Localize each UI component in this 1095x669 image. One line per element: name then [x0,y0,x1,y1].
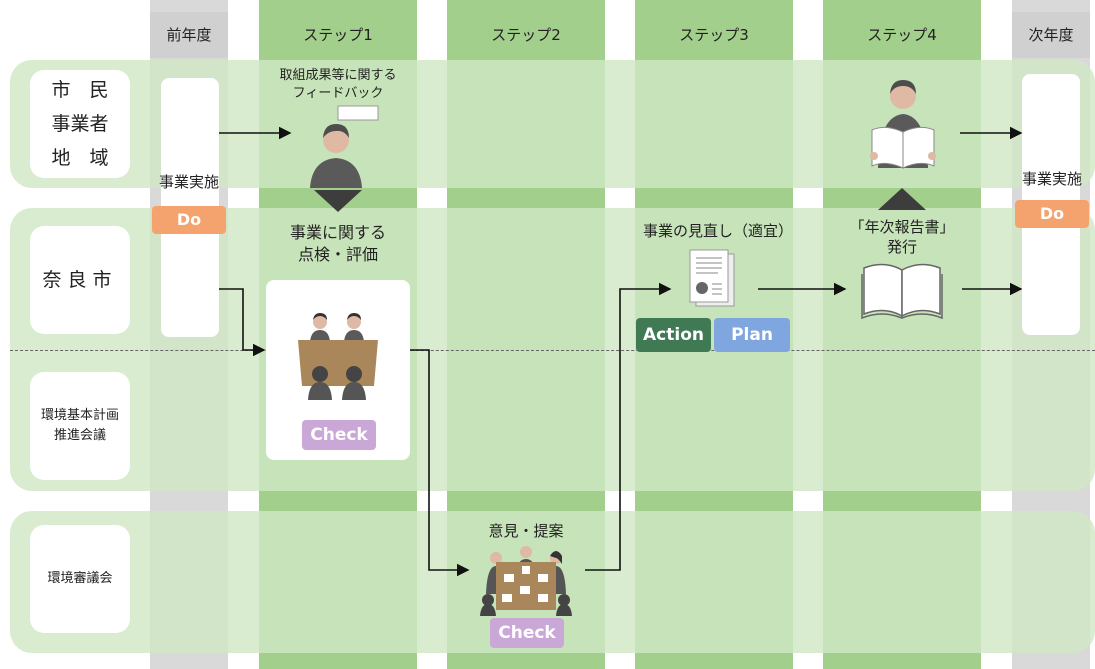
business-impl-next-label: 事業実施 [1021,170,1082,188]
business-impl-prev-label: 事業実施 [158,173,219,191]
opinion-label: 意見・提案 [488,522,564,540]
report-label: 「年次報告書」 発行 [849,218,955,256]
inspection-label: 事業に関する 点検・評価 [289,223,386,264]
header-prev-year: 前年度 [150,12,228,58]
meeting-table-icon [298,313,378,400]
do-badge-prev: Do [152,206,226,234]
down-triangle-icon [314,190,362,212]
up-triangle-icon [878,188,926,210]
feedback-label: 取組成果等に関する フィードバック [279,68,397,101]
document-icon [689,249,735,307]
plan-badge: Plan [714,318,790,352]
do-badge-next: Do [1015,200,1089,228]
header-next-year: 次年度 [1012,12,1090,58]
person-reading-icon [870,80,936,169]
header-step3: ステップ3 [635,12,793,58]
action-badge: Action [636,318,711,352]
check-badge-step2: Check [490,618,564,648]
review-label: 事業の見直し（適宜） [642,222,793,240]
person-speaking-icon [310,105,379,188]
header-step2: ステップ2 [447,12,605,58]
check-badge-step1: Check [302,420,376,450]
header-step4: ステップ4 [823,12,981,58]
row-label-council: 環境基本計画 推進会議 [30,372,130,480]
row-label-nara: 奈良市 [30,226,130,334]
open-book-icon [861,263,943,320]
row-label-deliberation: 環境審議会 [30,525,130,633]
row-divider [10,350,1095,351]
discussion-group-icon [480,546,572,616]
row-label-citizens: 市 民 事業者 地 域 [30,70,130,178]
header-step1: ステップ1 [259,12,417,58]
